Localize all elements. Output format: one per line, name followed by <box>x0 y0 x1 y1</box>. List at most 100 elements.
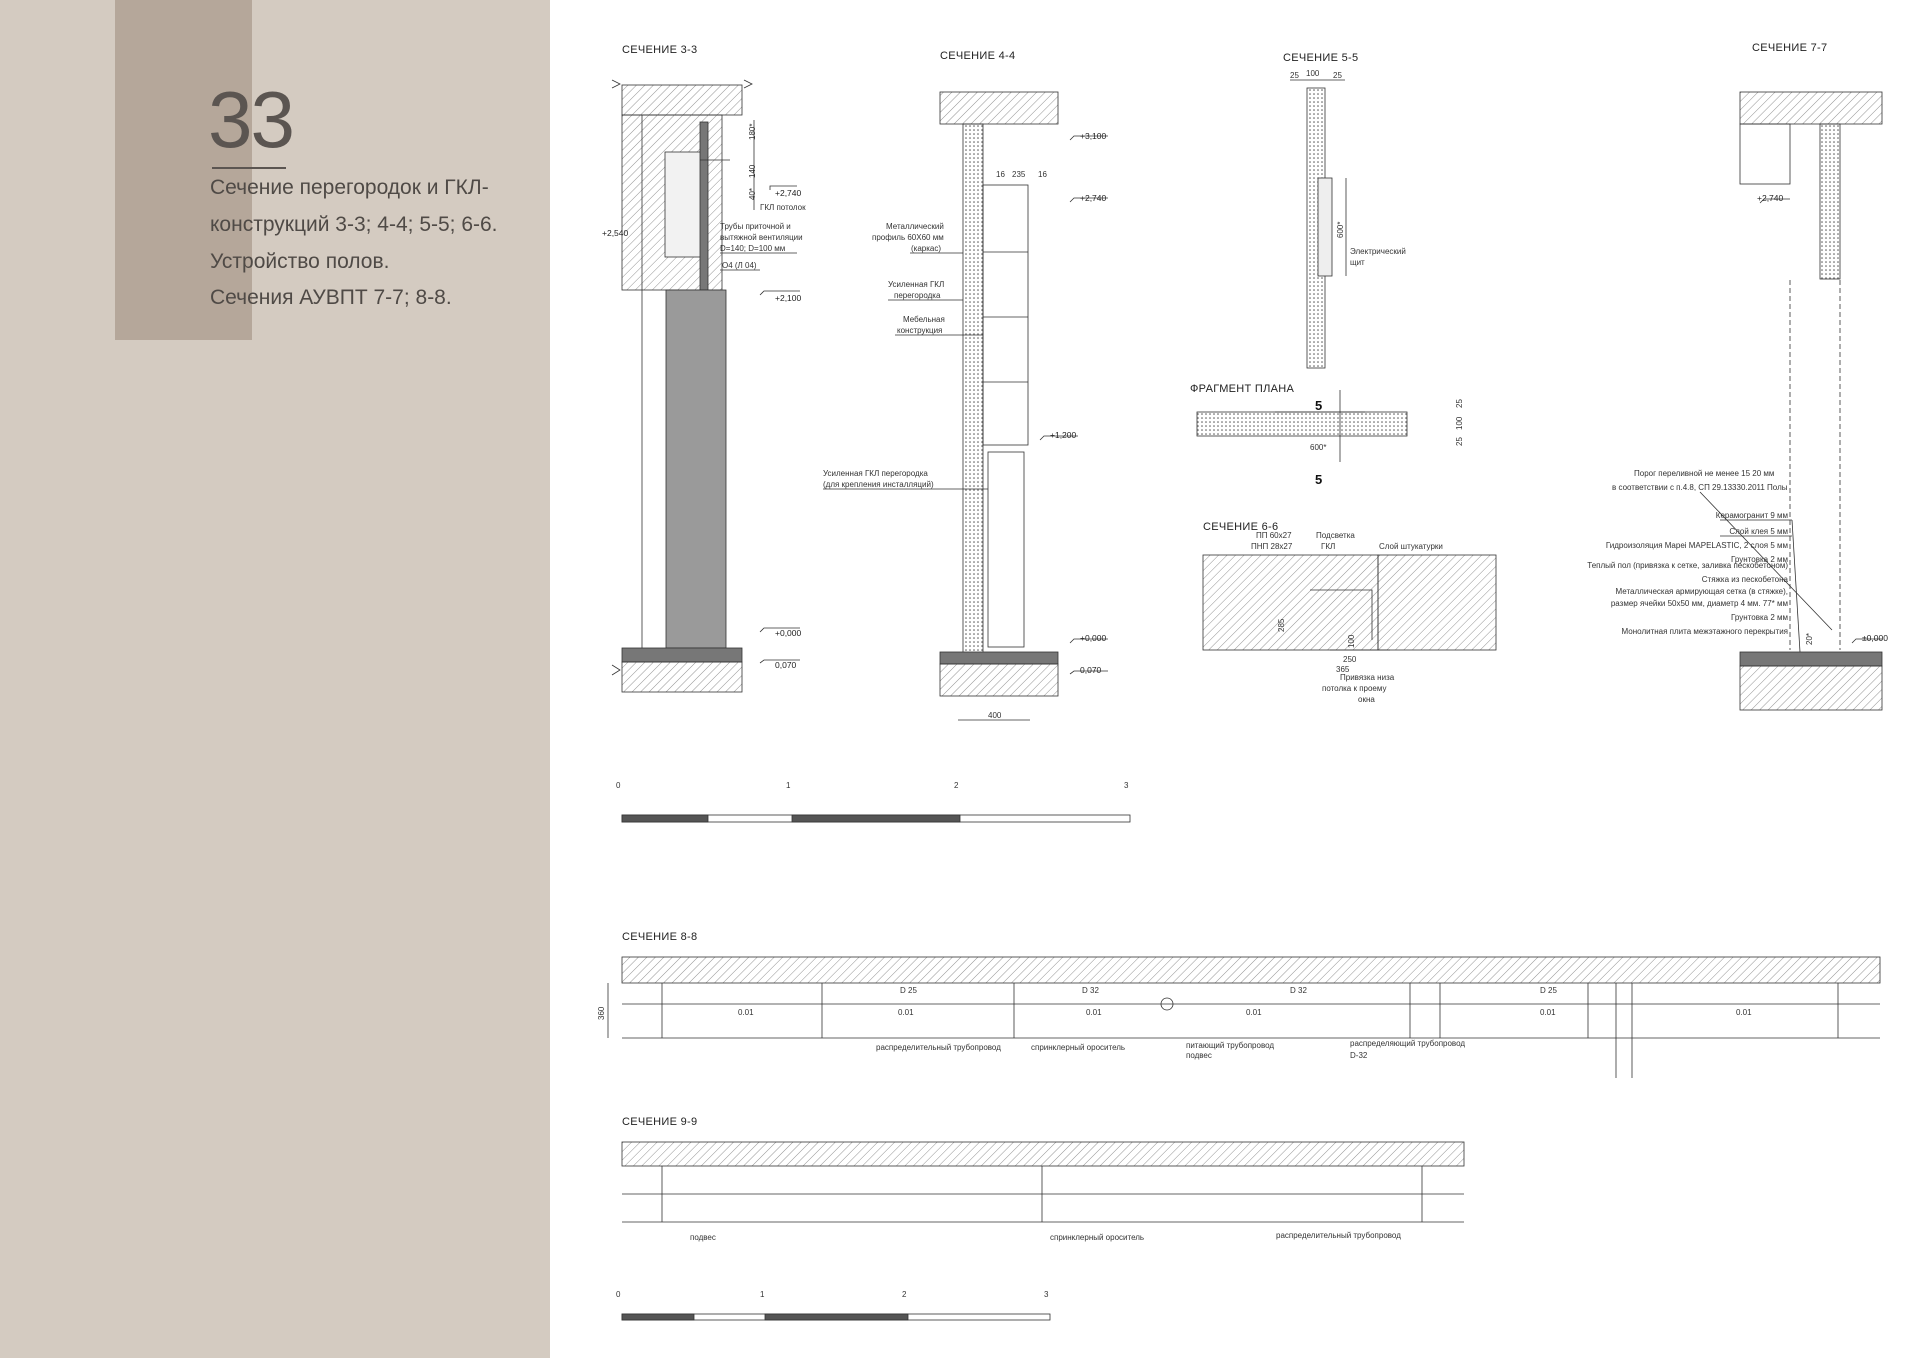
slope-label: 0.01 <box>738 1008 754 1017</box>
section-title: ФРАГМЕНТ ПЛАНА <box>1190 383 1295 395</box>
break-mark <box>743 79 753 89</box>
pipe-label: D 32 <box>1082 986 1099 995</box>
plan-fragment: ФРАГМЕНТ ПЛАНА 5 5 600* 25 100 25 <box>1190 383 1464 487</box>
duct-box <box>664 151 704 258</box>
section-9-9: СЕЧЕНИЕ 9-9 подвес спринклерный оросител… <box>621 1116 1465 1242</box>
gkl-layer <box>699 121 709 291</box>
section-5-5: СЕЧЕНИЕ 5-5 25 100 25 600* Электрический… <box>1283 52 1406 369</box>
section-title: СЕЧЕНИЕ 9-9 <box>622 1116 697 1128</box>
callout-text: ПП 60х27 <box>1256 531 1292 540</box>
level-marker <box>1851 638 1882 644</box>
dimension-label: 25 <box>1290 71 1299 80</box>
callout-text: профиль 60Х60 мм <box>872 233 944 242</box>
scale-bar-upper: 0 1 2 3 <box>616 781 1131 823</box>
sprinkler-head <box>1160 997 1174 1011</box>
installation-box <box>987 451 1025 648</box>
sheet-title-line: Сечения АУВПТ 7-7; 8-8. <box>210 286 452 310</box>
layer-text: Керамогранит 9 мм <box>1716 511 1788 520</box>
slope-label: 0.01 <box>1736 1008 1752 1017</box>
scale-label: 1 <box>786 781 791 790</box>
pipe-label: D 32 <box>1290 986 1307 995</box>
scale-segment <box>764 1313 909 1321</box>
callout-text: спринклерный ороситель <box>1050 1233 1144 1242</box>
pipe-label: D 25 <box>1540 986 1557 995</box>
dimension-label: 40* <box>748 188 757 200</box>
section-title: СЕЧЕНИЕ 3-3 <box>622 44 697 56</box>
cut-mark: 5 <box>1315 398 1322 413</box>
callout-text: ГКЛ <box>1321 542 1335 551</box>
scale-label: 0 <box>616 1290 621 1299</box>
level-marker <box>1069 135 1108 141</box>
section-3-3: СЕЧЕНИЕ 3-3 +2,540 +2,740 +2,100 +0,000 … <box>602 44 806 693</box>
level-mark: +2,740 <box>775 188 802 198</box>
level-mark: +2,540 <box>602 228 629 238</box>
level-marker <box>1039 435 1078 441</box>
level-mark: +0,000 <box>775 628 802 638</box>
dimension-label: 180* <box>748 124 757 140</box>
sheet-number: 33 <box>208 75 295 164</box>
layer-text: Слой клея 5 мм <box>1729 527 1788 536</box>
layer-text: Теплый пол (привязка к сетке, заливка пе… <box>1587 561 1788 570</box>
dimension-label: 25 <box>1333 71 1342 80</box>
sidebar-panel <box>0 0 550 1358</box>
callout-text: (каркас) <box>911 244 941 253</box>
level-marker <box>1069 197 1108 203</box>
callout-text: подвес <box>1186 1051 1212 1060</box>
accent-block <box>115 0 252 340</box>
callout-text: Усиленная ГКЛ <box>888 280 944 289</box>
dimension-label: 360 <box>597 1006 606 1020</box>
callout-text: Металлический <box>886 222 944 231</box>
floor-layers-list: Керамогранит 9 мм Слой клея 5 мм Гидроиз… <box>1587 511 1788 636</box>
sheet-title-line: Сечение перегородок и ГКЛ- <box>210 176 489 199</box>
floor-slab <box>1739 665 1883 711</box>
callout-text: О4 (Л 04) <box>722 261 757 270</box>
scale-label: 0 <box>616 781 621 790</box>
callout-text: Мебельная <box>903 315 945 324</box>
pipe-label: D 25 <box>900 986 917 995</box>
floor-slab <box>621 661 743 693</box>
layer-text: размер ячейки 50х50 мм, диаметр 4 мм. 77… <box>1611 599 1788 608</box>
section-title: СЕЧЕНИЕ 5-5 <box>1283 52 1358 64</box>
level-mark: 0,070 <box>775 660 797 670</box>
level-marker <box>769 185 797 190</box>
callout-text: питающий трубопровод <box>1186 1041 1274 1050</box>
callout-text: спринклерный ороситель <box>1031 1043 1125 1052</box>
slope-labels: 0.01 0.01 0.01 0.01 0.01 0.01 D 25 D 32 … <box>597 986 1752 1060</box>
callout-text: окна <box>1358 695 1375 704</box>
scale-label: 2 <box>902 1290 907 1299</box>
floor-finish <box>939 651 1059 665</box>
section-title: СЕЧЕНИЕ 8-8 <box>622 931 697 943</box>
ceiling-slab <box>939 91 1059 125</box>
layer-text: Грунтовка 2 мм <box>1731 613 1788 622</box>
level-marker <box>1069 670 1108 675</box>
dimension-label: 16 <box>996 170 1005 179</box>
sheet-number-underline <box>212 167 286 169</box>
callout-text: D-32 <box>1350 1051 1368 1060</box>
section-title: СЕЧЕНИЕ 4-4 <box>940 50 1015 62</box>
leader-line <box>1699 491 1833 631</box>
ceiling-slab <box>1202 554 1379 651</box>
dimension-label: 250 <box>1343 655 1357 664</box>
ceiling-slab <box>621 1141 1465 1167</box>
dimension-label: 25 <box>1455 437 1464 446</box>
level-mark: +1,200 <box>1050 430 1077 440</box>
callout-text: Привязка низа <box>1340 673 1395 682</box>
scale-label: 3 <box>1044 1290 1049 1299</box>
angle-label: 20* <box>1805 633 1814 645</box>
slope-label: 0.01 <box>1540 1008 1556 1017</box>
cut-mark: 5 <box>1315 472 1322 487</box>
level-mark: +2,740 <box>1757 193 1784 203</box>
partition-body <box>665 289 727 649</box>
dimension-label: 400 <box>988 711 1002 720</box>
plan-wall <box>1196 411 1408 437</box>
level-mark: +2,100 <box>775 293 802 303</box>
floor-finish <box>1739 651 1883 667</box>
callout-text: конструкция <box>897 326 942 335</box>
level-marker <box>1069 638 1108 644</box>
gkl-profile <box>1310 589 1373 640</box>
dimension-label: 16 <box>1038 170 1047 179</box>
callout-text: щит <box>1350 258 1365 267</box>
callout-text: перегородка <box>894 291 941 300</box>
dimension-label: 140 <box>748 164 757 178</box>
scale-label: 1 <box>760 1290 765 1299</box>
